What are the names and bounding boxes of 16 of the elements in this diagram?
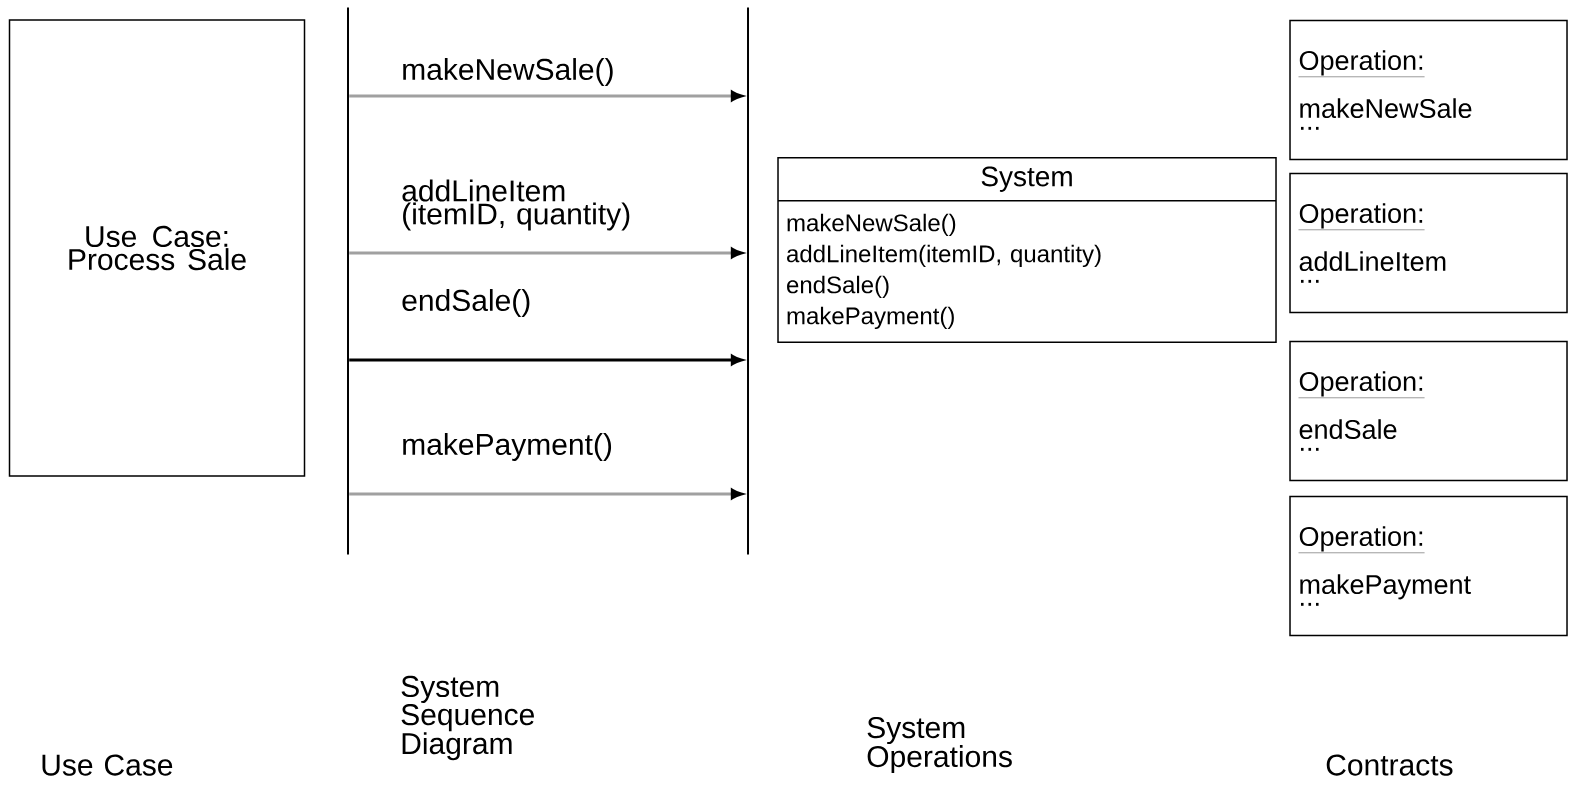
system-box: System makeNewSale() addLineItem(itemID, quantity) endSale() makePayment(): [777, 157, 1277, 343]
caption: Use Case: [42, 754, 173, 776]
edge-label: endSale(): [402, 289, 530, 317]
caption: Contracts: [1326, 754, 1453, 776]
contract-box: Operation: addLineItem ...: [1289, 172, 1568, 314]
contract-box: Operation: makeNewSale ...: [1289, 19, 1568, 161]
caption: System Sequence Diagram: [401, 675, 534, 761]
lifeline: [747, 7, 749, 555]
use-case-box: Use Case: Process Sale: [8, 19, 306, 477]
edge-label: addLineItem (itemID, quantity): [402, 179, 630, 231]
edge-label: makePayment(): [403, 433, 612, 461]
lifeline: [347, 7, 349, 555]
contract-box: Operation: endSale ...: [1289, 340, 1568, 482]
edge-label: makeNewSale(): [403, 58, 613, 86]
caption: System Operations: [867, 716, 1012, 774]
contract-box: Operation: makePayment ...: [1289, 495, 1568, 637]
